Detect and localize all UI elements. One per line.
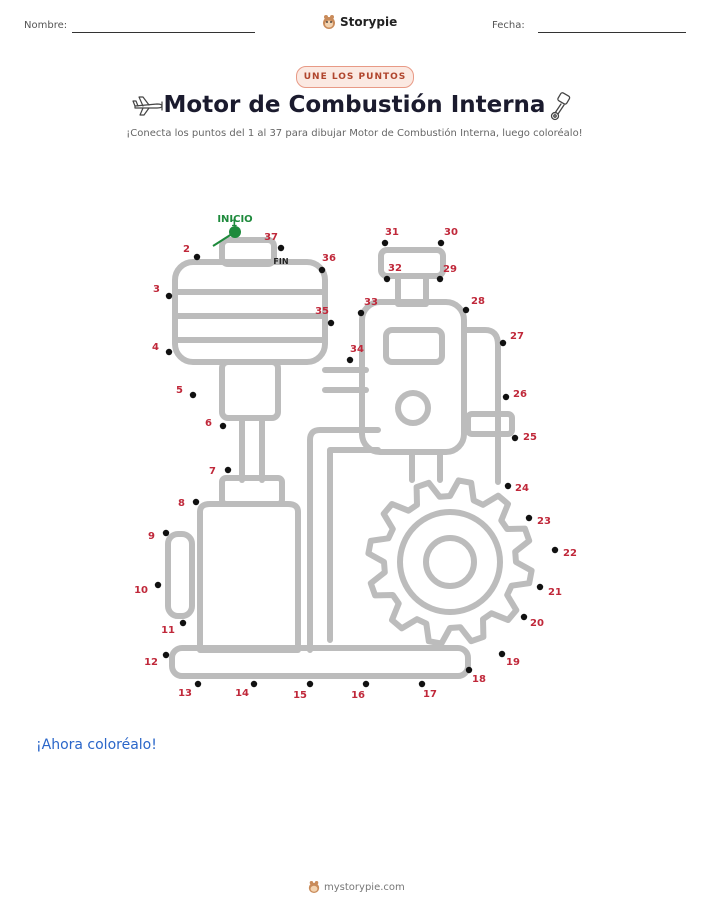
- engine-outline: [165, 237, 515, 679]
- dot-10: [154, 581, 162, 589]
- dot-label-37: 37: [264, 232, 278, 243]
- start-label: INICIO: [217, 214, 252, 225]
- dot-15: [306, 680, 314, 688]
- airplane-icon: [132, 96, 163, 116]
- footer: mystorypie.com: [308, 880, 405, 894]
- dot-14: [250, 680, 258, 688]
- dot-label-9: 9: [148, 531, 155, 542]
- dot-17: [418, 680, 426, 688]
- dot-label-4: 4: [152, 342, 159, 353]
- dot-26: [502, 393, 510, 401]
- storypie-logo-icon: [323, 15, 335, 29]
- start-dot: [229, 226, 241, 238]
- dot-28: [462, 306, 470, 314]
- dot-12: [162, 651, 170, 659]
- dot-27: [499, 339, 507, 347]
- dot-label-28: 28: [471, 296, 485, 307]
- dot-20: [520, 613, 528, 621]
- dot-label-16: 16: [351, 690, 365, 701]
- dot-label-36: 36: [322, 253, 336, 264]
- dot-2: [193, 253, 201, 261]
- dot-label-19: 19: [506, 657, 520, 668]
- dot-25: [511, 434, 519, 442]
- dot-22: [551, 546, 559, 554]
- dot-18: [465, 666, 473, 674]
- dot-label-12: 12: [144, 657, 158, 668]
- footer-url: mystorypie.com: [324, 881, 405, 893]
- dot-label-17: 17: [423, 689, 437, 700]
- dot-11: [179, 619, 187, 627]
- dot-label-18: 18: [472, 674, 486, 685]
- dot-label-5: 5: [176, 385, 183, 396]
- dot-29: [436, 275, 444, 283]
- dot-label-30: 30: [444, 227, 458, 238]
- dot-label-10: 10: [134, 585, 148, 596]
- dot-31: [381, 239, 389, 247]
- dot-23: [525, 514, 533, 522]
- dot-24: [504, 482, 512, 490]
- dot-21: [536, 583, 544, 591]
- dot-label-24: 24: [515, 483, 529, 494]
- dot-label-1: 1: [231, 219, 237, 229]
- dot-label-8: 8: [178, 498, 185, 509]
- dot-label-32: 32: [388, 263, 402, 274]
- dot-label-22: 22: [563, 548, 577, 559]
- dot-16: [362, 680, 370, 688]
- dot-30: [437, 239, 445, 247]
- date-label: Fecha:: [492, 20, 525, 31]
- dot-label-7: 7: [209, 466, 216, 477]
- dot-35: [327, 319, 335, 327]
- gear: [365, 477, 535, 647]
- dot-label-27: 27: [510, 331, 524, 342]
- piston-icon: [550, 92, 571, 121]
- dot-label-25: 25: [523, 432, 537, 443]
- date-line: [538, 32, 686, 33]
- dot-label-15: 15: [293, 690, 307, 701]
- dot-label-29: 29: [443, 264, 457, 275]
- dot-8: [192, 498, 200, 506]
- storypie-logo-icon: [308, 881, 320, 893]
- activity-badge: UNE LOS PUNTOS: [296, 66, 414, 88]
- instructions: ¡Conecta los puntos del 1 al 37 para dib…: [126, 128, 583, 139]
- dot-label-14: 14: [235, 688, 249, 699]
- dot-5: [189, 391, 197, 399]
- dot-19: [498, 650, 506, 658]
- brand: Storypie: [322, 14, 397, 30]
- dot-label-2: 2: [183, 244, 190, 255]
- dot-label-21: 21: [548, 587, 562, 598]
- dot-label-11: 11: [161, 625, 175, 636]
- end-label: FIN: [273, 257, 288, 266]
- dot-label-6: 6: [205, 418, 212, 429]
- dot-13: [194, 680, 202, 688]
- dot-9: [162, 529, 170, 537]
- dot-label-3: 3: [153, 284, 160, 295]
- dot-34: [346, 356, 354, 364]
- dot-3: [165, 292, 173, 300]
- dot-label-35: 35: [315, 306, 329, 317]
- dot-label-34: 34: [350, 344, 364, 355]
- dot-4: [165, 348, 173, 356]
- dot-label-20: 20: [530, 618, 544, 629]
- name-label: Nombre:: [24, 20, 68, 31]
- dot-label-26: 26: [513, 389, 527, 400]
- dot-32: [383, 275, 391, 283]
- page-title: Motor de Combustión Interna: [163, 92, 546, 118]
- dot-label-23: 23: [537, 516, 551, 527]
- dot-37: [277, 244, 285, 252]
- dot-label-31: 31: [385, 227, 399, 238]
- dot-label-33: 33: [364, 297, 378, 308]
- dot-7: [224, 466, 232, 474]
- color-prompt: ¡Ahora coloréalo!: [36, 737, 157, 753]
- name-line: [72, 32, 255, 33]
- brand-name: Storypie: [340, 15, 398, 29]
- dot-6: [219, 422, 227, 430]
- dot-36: [318, 266, 326, 274]
- dot-33: [357, 309, 365, 317]
- dot-label-13: 13: [178, 688, 192, 699]
